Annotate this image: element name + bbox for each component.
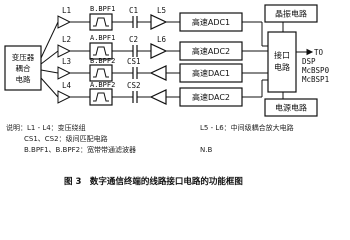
power-circuit-block bbox=[264, 98, 318, 117]
interface-label-2: 电路 bbox=[274, 62, 290, 72]
crystal-label: 晶振电路 bbox=[275, 9, 307, 19]
output-TO: TO bbox=[314, 48, 324, 57]
amp-triangle-4 bbox=[149, 89, 167, 105]
output-DSP: DSP bbox=[302, 57, 316, 66]
cap-label-C2: C2 bbox=[129, 35, 138, 44]
legend-row-3: B.BPF1、B.BPF2：宽带带通滤波器 bbox=[24, 146, 136, 155]
legend-row-2: CS1、CS2：级间匹配电路 bbox=[24, 135, 108, 144]
coil-label-L3: L3 bbox=[62, 57, 71, 66]
legend-nb: N.B bbox=[200, 146, 213, 154]
amp-triangle-3 bbox=[149, 65, 167, 81]
coupler-line-3: 电路 bbox=[16, 74, 31, 84]
amp-label-L6: L6 bbox=[157, 35, 167, 44]
crystal-oscillator-block bbox=[264, 4, 318, 23]
filter-label-2: A.BPF1 bbox=[90, 34, 115, 42]
filter-label-1: B.BPF1 bbox=[90, 5, 115, 13]
dac2-label: 高速DAC2 bbox=[192, 92, 230, 102]
output-McBSP0: McBSP0 bbox=[302, 66, 330, 75]
filter-block-3 bbox=[89, 64, 113, 82]
legend-cs: CS1、CS2：级间匹配电路 bbox=[24, 135, 108, 143]
cap-label-C1: C1 bbox=[129, 6, 138, 15]
legend-row-1: 说明：L1 - L4：变压绕组 bbox=[6, 124, 86, 133]
legend-l5-l6: L5 - L6：中间级耦合放大电路 bbox=[200, 124, 294, 132]
figure-caption: 图 3 数字通信终端的线路接口电路的功能框图 bbox=[64, 177, 243, 187]
filter-block-1 bbox=[89, 13, 113, 31]
dac1-label: 高速DAC1 bbox=[192, 68, 230, 78]
amp-label-L5: L5 bbox=[157, 6, 166, 15]
coil-label-L1: L1 bbox=[62, 6, 71, 15]
output-McBSP1: McBSP1 bbox=[302, 75, 329, 84]
filter-label-4: A.BPF2 bbox=[90, 81, 115, 89]
cap-label-CS1: CS1 bbox=[127, 57, 141, 66]
transformer-coupling-block bbox=[4, 45, 42, 91]
interface-circuit-block bbox=[267, 31, 297, 93]
legend-row-1-right: L5 - L6：中间级耦合放大电路 bbox=[200, 124, 294, 133]
legend-bpf: B.BPF1、B.BPF2：宽带带通滤波器 bbox=[24, 146, 137, 154]
filter-label-3: B.BPF2 bbox=[90, 57, 115, 65]
coil-label-L4: L4 bbox=[62, 81, 72, 90]
legend-l1-l4: 说明：L1 - L4：变压绕组 bbox=[6, 124, 86, 132]
block-diagram: 变压器 耦合 电路 L1 L2 L3 L4 B.BPF1 A.BPF1 bbox=[4, 4, 330, 187]
coupler-line-1: 变压器 bbox=[12, 52, 35, 62]
coil-label-L2: L2 bbox=[62, 35, 71, 44]
amp-triangle-1 bbox=[150, 14, 168, 30]
interface-label-1: 接口 bbox=[274, 50, 290, 60]
adc2-label: 高速ADC2 bbox=[192, 46, 230, 56]
legend-row-3-right: N.B bbox=[200, 146, 212, 155]
coupler-line-2: 耦合 bbox=[16, 63, 31, 73]
amp-triangle-2 bbox=[150, 43, 168, 59]
power-label: 电源电路 bbox=[275, 103, 307, 113]
filter-block-4 bbox=[89, 88, 113, 106]
adc1-label: 高速ADC1 bbox=[192, 17, 230, 27]
cap-label-CS2: CS2 bbox=[127, 81, 141, 90]
